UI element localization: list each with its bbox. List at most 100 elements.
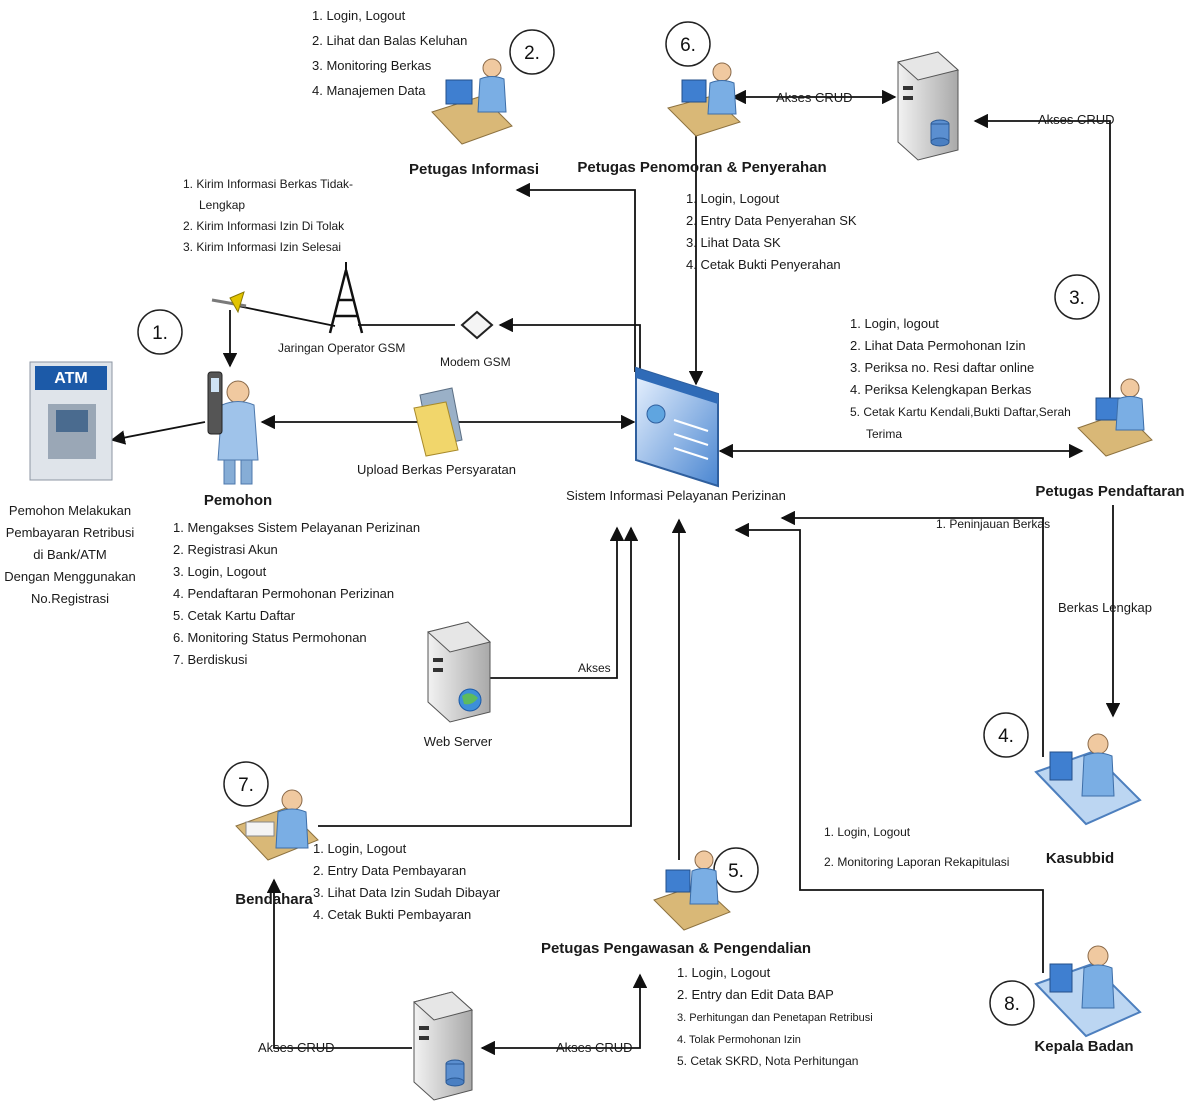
atm-sign: ATM bbox=[54, 370, 87, 387]
atm-caption-line: di Bank/ATM bbox=[33, 547, 106, 562]
gsm-tower-icon bbox=[328, 262, 364, 334]
penomoran-list-item: 3. Lihat Data SK bbox=[686, 235, 781, 250]
connector-pemohon-atm bbox=[110, 421, 206, 445]
pengawasan-title: Petugas Pengawasan & Pengendalian bbox=[541, 940, 811, 957]
penomoran-title: Petugas Penomoran & Penyerahan bbox=[577, 159, 826, 176]
pemohon-list-item: 1. Mengakses Sistem Pelayanan Perizinan bbox=[173, 520, 420, 535]
pemohon-list-item: 2. Registrasi Akun bbox=[173, 542, 278, 557]
penomoran-list-item: 2. Entry Data Penyerahan SK bbox=[686, 213, 857, 228]
svg-text:2.: 2. bbox=[524, 43, 540, 64]
crud-label-top-right: Akses CRUD bbox=[1038, 112, 1115, 127]
kepala-title: Kepala Badan bbox=[1034, 1038, 1133, 1055]
kasubbid-title: Kasubbid bbox=[1046, 850, 1114, 867]
berkas-lengkap-label: Berkas Lengkap bbox=[1058, 600, 1152, 615]
bendahara-workstation-icon bbox=[235, 789, 319, 861]
pemohon-title: Pemohon bbox=[204, 492, 272, 509]
connector-webserver-system bbox=[453, 526, 625, 686]
database-server-icon-bottom bbox=[412, 991, 474, 1101]
akses-label: Akses bbox=[578, 661, 611, 675]
informasi-list-item: 2. Lihat dan Balas Keluhan bbox=[312, 33, 467, 48]
pendaftaran-title: Petugas Pendaftaran bbox=[1035, 483, 1184, 500]
pengawasan-list-item: 5. Cetak SKRD, Nota Perhitungan bbox=[677, 1054, 858, 1068]
connector-pendaftaran-server bbox=[973, 113, 1111, 400]
svg-text:8.: 8. bbox=[1004, 994, 1020, 1015]
sms-list-item: 2. Kirim Informasi Izin Di Tolak bbox=[183, 219, 345, 233]
svg-text:6.: 6. bbox=[680, 35, 696, 56]
pendaftaran-workstation-icon bbox=[1077, 378, 1153, 457]
pengawasan-list-item: 4. Tolak Permohonan Izin bbox=[677, 1034, 801, 1046]
bendahara-list: 1. Login, Logout 2. Entry Data Pembayara… bbox=[313, 841, 501, 922]
pengawasan-list-item: 3. Perhitungan dan Penetapan Retribusi bbox=[677, 1012, 873, 1024]
number-badge-5: 5. bbox=[713, 847, 759, 893]
number-badge-4: 4. bbox=[983, 712, 1029, 758]
crud-label-top-left: Akses CRUD bbox=[776, 90, 853, 105]
modem-label: Modem GSM bbox=[440, 355, 511, 369]
connector-kepala-system bbox=[734, 522, 1044, 973]
upload-label: Upload Berkas Persyaratan bbox=[357, 462, 516, 477]
web-server-icon bbox=[426, 621, 492, 723]
pengawasan-list: 1. Login, Logout 2. Entry dan Edit Data … bbox=[677, 965, 873, 1068]
sms-list-item: Lengkap bbox=[199, 198, 245, 212]
bendahara-list-item: 1. Login, Logout bbox=[313, 841, 407, 856]
pendaftaran-list-item: 2. Lihat Data Permohonan Izin bbox=[850, 338, 1026, 353]
pemohon-list-item: 5. Cetak Kartu Daftar bbox=[173, 608, 296, 623]
atm-caption-line: Pembayaran Retribusi bbox=[6, 525, 135, 540]
atm-caption: Pemohon Melakukan Pembayaran Retribusi d… bbox=[4, 503, 136, 606]
svg-text:1.: 1. bbox=[152, 323, 168, 344]
number-badge-3: 3. bbox=[1054, 274, 1100, 320]
peninjauan-label: 1. Peninjauan Berkas bbox=[936, 517, 1050, 531]
number-badge-6: 6. bbox=[665, 21, 711, 67]
sms-list: 1. Kirim Informasi Berkas Tidak- Lengkap… bbox=[183, 177, 353, 254]
folder-icon bbox=[413, 387, 463, 457]
kasubbid-workstation-icon bbox=[1034, 733, 1142, 826]
web-server-title: Web Server bbox=[424, 734, 493, 749]
pengawasan-list-item: 1. Login, Logout bbox=[677, 965, 771, 980]
svg-text:3.: 3. bbox=[1069, 288, 1085, 309]
connector-tower-antenna bbox=[237, 305, 336, 327]
pendaftaran-list-item: 4. Periksa Kelengkapan Berkas bbox=[850, 382, 1032, 397]
svg-text:7.: 7. bbox=[238, 775, 254, 796]
crud-label-bottom-right: Akses CRUD bbox=[556, 1040, 633, 1055]
svg-text:5.: 5. bbox=[728, 861, 744, 882]
pengawasan-list-item: 2. Entry dan Edit Data BAP bbox=[677, 987, 834, 1002]
informasi-title: Petugas Informasi bbox=[409, 161, 539, 178]
bendahara-list-item: 2. Entry Data Pembayaran bbox=[313, 863, 466, 878]
pemohon-person-icon bbox=[207, 371, 259, 485]
kepala-list-item: 2. Monitoring Laporan Rekapitulasi bbox=[824, 855, 1009, 869]
number-badge-1: 1. bbox=[137, 309, 183, 355]
penomoran-workstation-icon bbox=[667, 62, 741, 137]
atm-icon bbox=[29, 361, 113, 481]
penomoran-list-item: 4. Cetak Bukti Penyerahan bbox=[686, 257, 841, 272]
pengawasan-workstation-icon bbox=[653, 850, 731, 931]
informasi-list-item: 4. Manajemen Data bbox=[312, 83, 426, 98]
bendahara-list-item: 4. Cetak Bukti Pembayaran bbox=[313, 907, 471, 922]
pendaftaran-list-item: 3. Periksa no. Resi daftar online bbox=[850, 360, 1034, 375]
connector-system-informasi bbox=[515, 182, 636, 372]
sms-list-item: 3. Kirim Informasi Izin Selesai bbox=[183, 240, 341, 254]
penomoran-list: 1. Login, Logout 2. Entry Data Penyeraha… bbox=[686, 191, 857, 272]
number-badge-8: 8. bbox=[989, 980, 1035, 1026]
connector-system-modem bbox=[498, 317, 641, 375]
number-badge-7: 7. bbox=[223, 761, 269, 807]
pemohon-list-item: 7. Berdiskusi bbox=[173, 652, 248, 667]
atm-caption-line: No.Registrasi bbox=[31, 591, 109, 606]
system-browser-icon bbox=[635, 366, 719, 488]
pendaftaran-list-item: Terima bbox=[866, 427, 902, 441]
kepala-workstation-icon bbox=[1034, 945, 1142, 1038]
crud-label-bottom-left: Akses CRUD bbox=[258, 1040, 335, 1055]
kepala-list-item: 1. Login, Logout bbox=[824, 825, 911, 839]
kepala-list: 1. Login, Logout 2. Monitoring Laporan R… bbox=[824, 825, 1009, 869]
pemohon-list-item: 3. Login, Logout bbox=[173, 564, 267, 579]
connector-bendahara-system bbox=[318, 526, 639, 827]
antenna-icon bbox=[211, 291, 247, 314]
pemohon-list: 1. Mengakses Sistem Pelayanan Perizinan … bbox=[173, 520, 420, 667]
informasi-list-item: 1. Login, Logout bbox=[312, 8, 406, 23]
number-badge-2: 2. bbox=[509, 29, 555, 75]
pendaftaran-list-item: 1. Login, logout bbox=[850, 316, 939, 331]
sms-list-item: 1. Kirim Informasi Berkas Tidak- bbox=[183, 177, 353, 191]
svg-text:4.: 4. bbox=[998, 726, 1014, 747]
atm-caption-line: Pemohon Melakukan bbox=[9, 503, 131, 518]
bendahara-list-item: 3. Lihat Data Izin Sudah Dibayar bbox=[313, 885, 501, 900]
gsm-operator-label: Jaringan Operator GSM bbox=[278, 341, 405, 355]
